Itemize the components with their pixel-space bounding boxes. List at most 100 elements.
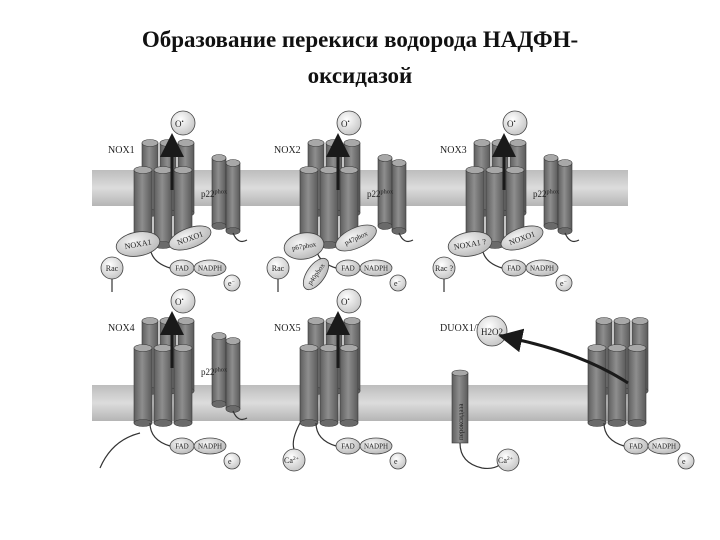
fad-domain-label: FAD [629,442,642,450]
protein-name-label: NOX3 [440,145,467,156]
fad-domain-label: FAD [175,264,188,272]
nadph-domain: NADPH [525,259,559,277]
electron-ball [223,274,241,292]
cterm-linker [603,422,625,447]
peroxidase-domain: пероксидаза [451,369,469,444]
organizer-o1: NOXO1 [168,225,212,251]
electron-label: e [228,457,232,466]
p22phox-helix [211,332,227,408]
fad-domain: FAD [169,437,195,455]
h2o2-label: H2O2 [481,327,503,337]
p22phox-helix [377,154,393,230]
protein-name-label: NOX4 [108,323,135,334]
electron-ball [555,274,573,292]
nox-helix-front [319,166,339,249]
p22phox-helix [557,159,573,235]
fad-domain: FAD [335,437,361,455]
nadph-domain-label: NADPH [198,264,222,272]
p22phox-label: p22phox [533,188,560,199]
fad-domain: FAD [501,259,527,277]
electron-label: e [394,457,398,466]
p22phox-tail [398,232,414,243]
p22phox-helix [211,154,227,230]
p22phox-label: p22phox [201,366,228,377]
electron-ball [223,452,241,470]
superoxide-label: O• [175,296,184,307]
p67phox-subunit: p67phox [283,232,325,260]
p22phox-helix [225,159,241,235]
electron-ball [389,452,407,470]
p22phox-label: p22phox [367,188,394,199]
protein-name-label: NOX2 [274,145,301,156]
superoxide-label: O• [507,118,516,129]
nadph-domain: NADPH [193,259,227,277]
electron-label: e− [228,279,235,288]
nox-helix-front [153,344,173,427]
h2o2-arrow [498,328,629,385]
p22phox-label: p22phox [201,188,228,199]
protein-name-label: NOX1 [108,145,135,156]
p22phox-helix [225,337,241,413]
fad-domain: FAD [335,259,361,277]
nox-helix-front [505,166,525,249]
electron-ball [677,452,695,470]
superoxide-label: O• [341,118,350,129]
p22phox-helix [543,154,559,230]
page-title: Образование перекиси водорода НАДФН- окс… [40,22,680,94]
fad-domain-label: FAD [175,442,188,450]
nadph-domain-label: NADPH [530,264,554,272]
fad-domain-label: FAD [507,264,520,272]
nox-helix-front [627,344,647,427]
superoxide-label: O• [341,296,350,307]
nox-helix-front [173,344,193,427]
p47phox-subunit: p47phox [335,224,377,252]
electron-label: e− [394,279,401,288]
nox-helix-front [133,344,153,427]
p22phox-tail [564,232,580,243]
nox-helix-front [299,344,319,427]
calcium-label: Ca2+ [498,456,513,465]
p22phox-tail [232,232,248,243]
fad-domain-label: FAD [341,264,354,272]
title-line-2: оксидазой [307,63,413,88]
p22phox-tail [232,410,248,421]
activator-a1: NOXA1 ? [447,231,493,257]
nadph-domain: NADPH [193,437,227,455]
nox-helix-front [587,344,607,427]
superoxide-label: O• [175,118,184,129]
nadph-domain: NADPH [359,437,393,455]
organizer-o1: NOXO1 [500,225,544,251]
nadph-domain: NADPH [647,437,681,455]
fad-domain: FAD [169,259,195,277]
peroxidase-label: пероксидаза [457,403,465,440]
nox-helix-front [339,344,359,427]
nadph-domain-label: NADPH [364,264,388,272]
activator-a1: NOXA1 [115,231,161,257]
p22phox-helix [391,159,407,235]
nox-helix-front [319,344,339,427]
nadph-domain-label: NADPH [198,442,222,450]
protein-name-label: DUOX1/2 [440,323,482,334]
rac-label: Rac [272,264,285,273]
fad-domain-label: FAD [341,442,354,450]
fad-domain: FAD [623,437,649,455]
nox-helix-front [607,344,627,427]
cterm-linker [315,422,337,447]
protein-name-label: NOX5 [274,323,301,334]
rac-label: Rac [106,264,119,273]
rac-label: Rac ? [435,264,453,273]
nox4-tail [99,432,141,469]
calcium-ball [496,448,520,472]
ef-hand-linker [292,422,301,450]
electron-ball [389,274,407,292]
electron-label: e [682,457,686,466]
nadph-domain: NADPH [359,259,393,277]
electron-label: e− [560,279,567,288]
